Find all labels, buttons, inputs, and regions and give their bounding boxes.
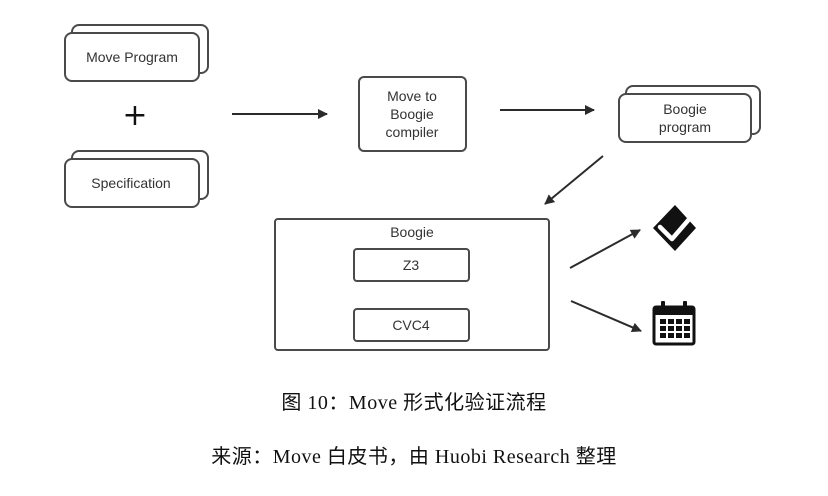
- boogie-program-label-line-1: Boogie: [663, 101, 707, 117]
- verification-flow-diagram: Move Program + Specification Move to Boo…: [64, 24, 761, 351]
- compiler-node: Move to Boogie compiler: [358, 76, 467, 152]
- calendar-icon: [652, 301, 696, 346]
- boogie-program-label-line-2: program: [659, 119, 711, 135]
- check-shield-icon: [653, 205, 696, 251]
- cvc4-node: [353, 308, 470, 342]
- cvc4-label: CVC4: [392, 317, 430, 333]
- plus-sign: +: [122, 98, 147, 133]
- compiler-label-line-1: Move to: [387, 88, 437, 104]
- move-program-label: Move Program: [86, 49, 178, 65]
- z3-label: Z3: [403, 257, 420, 273]
- compiler-label-line-2: Boogie: [390, 106, 434, 122]
- boogie-program-node: Boogie program: [618, 85, 761, 143]
- compiler-label-line-3: compiler: [386, 124, 439, 140]
- figure-title: 图 10：Move 形式化验证流程: [281, 392, 547, 414]
- arrow-to-verified: [569, 229, 641, 269]
- boogie-node: Boogie Z3 CVC4: [274, 218, 550, 351]
- z3-node: [353, 248, 470, 282]
- arrow-to-calendar: [570, 300, 642, 333]
- move-program-node: Move Program: [64, 24, 209, 82]
- boogie-label: Boogie: [390, 224, 434, 240]
- arrow-to-boogie: [544, 155, 604, 205]
- figure-source: 来源：Move 白皮书，由 Huobi Research 整理: [211, 446, 617, 468]
- specification-node: Specification: [64, 150, 209, 208]
- specification-label: Specification: [91, 175, 170, 191]
